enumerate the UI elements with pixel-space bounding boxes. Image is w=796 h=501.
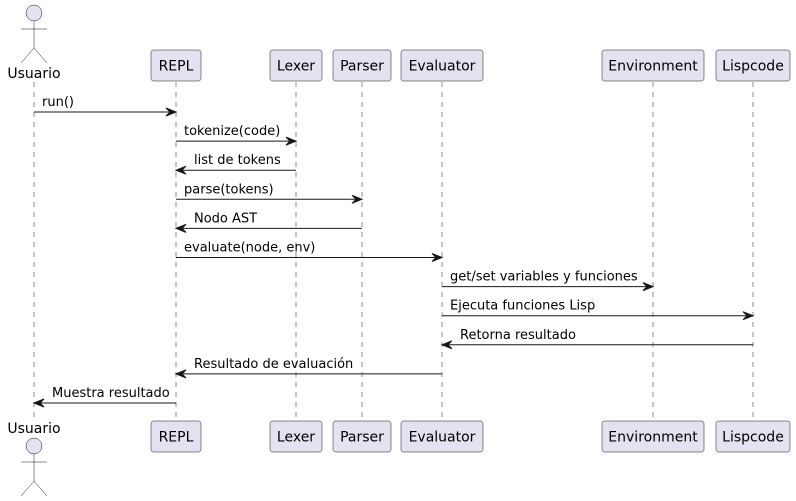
message-9: Retorna resultado — [440, 328, 753, 350]
participant-repl-top: REPL — [150, 49, 202, 82]
participant-label: REPL — [159, 59, 194, 75]
participant-lexer-bottom: Lexer — [269, 420, 323, 453]
participant-evaluator-bottom: Evaluator — [400, 420, 484, 453]
message-11: Muestra resultado — [32, 386, 176, 408]
arrowhead-icon — [351, 194, 364, 204]
arrowhead-icon — [431, 253, 444, 262]
participant-repl-bottom: REPL — [150, 420, 202, 453]
arrowhead-icon — [285, 136, 298, 146]
participant-label: Lispcode — [722, 430, 784, 446]
arrowhead-icon — [742, 311, 755, 321]
participant-label: Parser — [340, 430, 384, 446]
actor-right-leg-icon — [33, 480, 48, 497]
actor-usuario-top: Usuario — [7, 4, 61, 82]
message-label: list de tokens — [194, 153, 281, 168]
participant-box — [150, 420, 202, 453]
message-label: get/set variables y funciones — [450, 270, 638, 285]
message-7: get/set variables y funciones — [442, 270, 655, 292]
participant-box — [150, 49, 202, 82]
participant-label: Evaluator — [409, 430, 476, 446]
actor-head-icon — [25, 437, 43, 455]
arrowhead-icon — [174, 165, 187, 175]
participant-lexer-top: Lexer — [269, 49, 323, 82]
message-label: Muestra resultado — [52, 386, 170, 401]
participant-box — [715, 49, 791, 82]
message-10: Resultado de evaluación — [174, 357, 442, 379]
arrowhead-icon — [440, 340, 453, 350]
message-label: Resultado de evaluación — [194, 357, 353, 372]
actor-usuario-bottom: Usuario — [7, 421, 61, 497]
message-2: tokenize(code) — [176, 124, 298, 146]
message-3: list de tokens — [174, 153, 296, 175]
participant-environment-bottom: Environment — [601, 420, 705, 453]
participant-parser-top: Parser — [332, 49, 392, 82]
participant-box — [332, 49, 392, 82]
participant-label: Evaluator — [409, 59, 476, 75]
participant-label: Lexer — [277, 59, 315, 75]
participant-label: Lispcode — [722, 59, 784, 75]
message-6: evaluate(node, env) — [176, 241, 444, 262]
message-label: evaluate(node, env) — [184, 241, 315, 256]
message-label: Ejecuta funciones Lisp — [450, 299, 595, 314]
actor-label: Usuario — [7, 66, 60, 82]
message-5: Nodo AST — [174, 211, 362, 233]
arrowhead-icon — [642, 282, 655, 292]
participant-box — [601, 420, 705, 453]
actor-head-icon — [25, 4, 43, 22]
message-1: run() — [34, 95, 178, 117]
actor-left-leg-icon — [20, 47, 35, 64]
participant-box — [601, 49, 705, 82]
participant-label: Environment — [608, 59, 698, 75]
actor-right-leg-icon — [33, 47, 48, 64]
arrowhead-icon — [174, 223, 187, 233]
participant-parser-bottom: Parser — [332, 420, 392, 453]
participant-box — [400, 49, 484, 82]
message-4: parse(tokens) — [176, 182, 364, 204]
participant-box — [400, 420, 484, 453]
arrowhead-icon — [174, 369, 187, 379]
message-label: tokenize(code) — [184, 124, 280, 139]
message-label: parse(tokens) — [184, 182, 274, 197]
message-label: Nodo AST — [194, 211, 257, 226]
message-8: Ejecuta funciones Lisp — [442, 299, 755, 321]
participant-evaluator-top: Evaluator — [400, 49, 484, 82]
participant-lispcode-bottom: Lispcode — [715, 420, 791, 453]
participant-box — [269, 420, 323, 453]
participant-box — [715, 420, 791, 453]
participant-label: REPL — [159, 430, 194, 446]
participant-box — [269, 49, 323, 82]
actor-left-leg-icon — [20, 480, 35, 497]
actor-label: Usuario — [7, 421, 60, 437]
participant-label: Parser — [340, 59, 384, 75]
participant-environment-top: Environment — [601, 49, 705, 82]
participant-lispcode-top: Lispcode — [715, 49, 791, 82]
participant-box — [332, 420, 392, 453]
message-label: Retorna resultado — [460, 328, 576, 343]
participant-label: Lexer — [277, 430, 315, 446]
arrowhead-icon — [165, 107, 178, 117]
message-label: run() — [42, 95, 74, 110]
participant-label: Environment — [608, 430, 698, 446]
arrowhead-icon — [32, 398, 45, 408]
